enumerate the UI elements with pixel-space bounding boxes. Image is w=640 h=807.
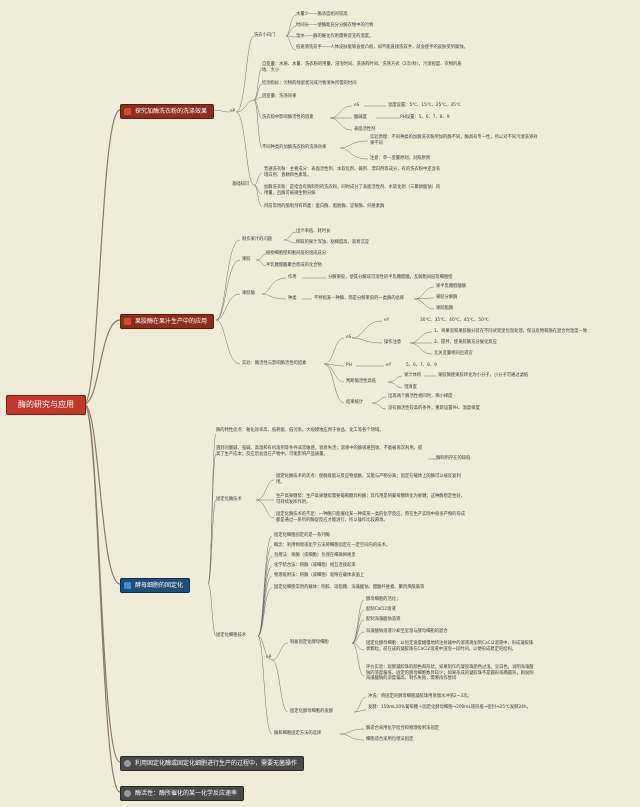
node-text[interactable]: 固定化细胞常用的载体：明胶、琼脂糖、海藻酸钠、醋酸纤维素、聚丙烯酰胺等 (274, 585, 425, 590)
node-text[interactable]: 种类 (288, 296, 297, 301)
node-text[interactable]: 出汁率低、耗时长 (296, 229, 331, 234)
node-text[interactable]: 酶适合采用化学结合和物理吸附法固定 (366, 726, 440, 731)
node-label: eY (384, 318, 390, 323)
node-xifa[interactable]: 洗衣小窍门 (254, 33, 276, 38)
node-text[interactable]: 无关变量相同且适宜 (434, 351, 473, 356)
node-label: 酸碱度 (354, 115, 367, 120)
branch-label: 探究加酶洗衣粉的洗涤效果 (135, 108, 208, 115)
node-text[interactable]: 固定化酶技术的优点：使酶既能与反应物接触，又能与产物分离；固定在载体上的酶可以被… (276, 474, 461, 485)
node-text[interactable]: 发酵：150mL10%葡萄糖＋固定化酵母细胞→200mL锥形瓶→密封→25℃发酵… (368, 705, 531, 710)
node-text[interactable]: 固定化酶技术 (216, 497, 242, 502)
node-text[interactable]: 固定化酵母细胞的发酵 (290, 709, 333, 714)
node-text[interactable]: 酶的特性优点：催化效率高、低耗能、低污染。大规模地应用于食品、化工等各个领域。 (216, 428, 384, 433)
node-text[interactable]: 酵母细胞的活化； (366, 597, 401, 602)
node-text[interactable]: 操作注意 (384, 340, 402, 345)
node-text[interactable]: 包埋法：将酶（或细胞）包埋在细微网格里 (274, 553, 356, 558)
node-text[interactable]: 酶和细胞固定方法的选择 (274, 731, 322, 736)
node-icon (124, 582, 131, 589)
branch-label: 酶活性：酶所催化的某一化学反应速率 (135, 790, 238, 797)
node-text[interactable]: 2、搅拌，使果胶酶充分催化反应 (434, 340, 497, 345)
branch-pectinase[interactable]: 果胶酶在果汁生产中的应用 (120, 314, 215, 329)
branch-label: 果胶酶在果汁生产中的应用 (135, 318, 208, 325)
node-text[interactable]: 判断酶活性高低 (346, 379, 377, 384)
node-icon (124, 760, 131, 767)
node-label: eP (266, 655, 272, 660)
node-text[interactable]: 时间长——使酶能充分分解衣物中的污物 (296, 23, 374, 28)
node-text[interactable]: 水量少——酶浓度相对较高 (296, 12, 348, 17)
node-label: eP (230, 109, 236, 114)
node-text[interactable]: 自变量：水质、水量、洗衣粉的用量、浸泡时间、洗涤的时间、洗涤方式（2次/秒）、污… (262, 62, 462, 73)
node-text[interactable]: 温水——酶的催化作用需要适宜的温度。 (296, 34, 374, 39)
node-text[interactable]: 冲洗：将固定的酵母细胞凝胶珠用蒸馏水冲洗2~3次。 (368, 694, 472, 699)
node-text[interactable]: 概念：利用物理或化学方法将细胞固定在一定空间内的技术。 (274, 543, 391, 548)
node-text[interactable]: 酶制剂存在的缺陷 (436, 456, 471, 461)
node-diff[interactable]: 不同种类的加酶洗衣粉的洗涤效果 (262, 145, 327, 150)
node-factor[interactable]: 洗衣粉中影响酶活性的因素 (262, 115, 314, 120)
node-label: eS (346, 335, 352, 340)
node-text[interactable]: 固定化细胞固定的是一系列酶 (274, 533, 330, 538)
branch-label: 酵母细胞的固定化 (135, 582, 184, 589)
node-text[interactable]: 温度设置：5℃、15℃、25℃、35℃ (388, 103, 461, 108)
node-icon (124, 790, 131, 797)
node-text[interactable]: 出现两个酶活性相同时，稀小梯度 (388, 394, 453, 399)
node-text[interactable]: 目前常用的酶制剂有四类：蛋白酶、脂肪酶、淀粉酶、纤维素酶 (264, 204, 385, 209)
node-text[interactable]: 30℃、35℃、40℃、45℃、50℃ (420, 318, 489, 323)
node-text[interactable]: 作用 (288, 275, 297, 280)
node-text[interactable]: 细胞适合采用包埋法固定 (366, 737, 414, 742)
node-text[interactable]: 海藻酸钠溶液冷却至室温与酵母细胞的混合 (366, 629, 448, 634)
branch-aseptic[interactable]: 利用固定化酶或固定化细胞进行生产的过程中，需要无菌操作 (120, 756, 305, 771)
node-text[interactable]: PH设置：5、6、7、8、9 (400, 115, 450, 120)
branch-label: 利用固定化酶或固定化细胞进行生产的过程中，需要无菌操作 (135, 760, 298, 767)
node-text[interactable]: 固定化酶技术的不足：一种酶只能催化某一种或某一类的化学反应，而在生产实际中很多产… (276, 512, 466, 523)
node-text[interactable]: 果胶酶 (242, 291, 255, 296)
node-text[interactable]: 固定化酵母细胞：以恒定速度缓慢地将注射器中的溶液滴加到CaCl2溶液中，形成凝胶… (366, 641, 534, 652)
branch-activity[interactable]: 酶活性：酶所催化的某一化学反应速率 (120, 786, 245, 801)
branch-yeast[interactable]: 酵母细胞的固定化 (120, 578, 191, 593)
node-text[interactable]: 果半乳糖醛酸酶 (436, 284, 467, 289)
node-text[interactable]: 因变量：洗涤效果 (262, 94, 297, 99)
node-text[interactable]: 配制海藻酸钠溶液 (366, 617, 401, 622)
node-icon (124, 108, 131, 115)
node-text[interactable]: 制作果汁的问题 (242, 237, 273, 242)
node-text[interactable]: 加酶洗衣粉：是指含有酶制剂的洗衣粉，同时成分了表面活性剂、水软化剂（三聚磷酸钠）… (264, 185, 441, 196)
node-text[interactable]: 果汁体积 (404, 373, 422, 378)
node-text[interactable]: 果胶 (242, 257, 251, 262)
node-text[interactable]: 物理吸附法：将酶（或细胞）吸附在载体表面上 (274, 573, 365, 578)
node-text[interactable]: 配制CaCl2溶液 (366, 607, 396, 612)
node-text[interactable]: 实验原理：不同种类的加酶洗衣粉所加的酶不同，酶具有专一性，所以对不同污渍洗涤效果… (370, 135, 538, 146)
node-text[interactable]: 注意：单一变量原则，对照原则 (370, 156, 431, 161)
node-text[interactable]: PH (346, 363, 352, 368)
node-text[interactable]: 检测指标：污物的残留状况或污物清失所需的时间 (262, 81, 357, 86)
mindmap-root[interactable]: 酶的研究与应用 (6, 395, 86, 415)
node-text[interactable]: 分解果胶，使其分解成可溶性的半乳糖醛酸，瓦解胞间层及细胞壁 (328, 275, 453, 280)
node-text[interactable]: 澄清度 (404, 385, 417, 390)
node-text[interactable]: 表面活性剂 (354, 127, 376, 132)
node-text[interactable]: 5、6、7、8、9 (406, 363, 437, 368)
node-label: eS (354, 103, 360, 108)
node-text[interactable]: 不特指某一种酶，而是分解果胶的一类酶的总称 (314, 296, 405, 301)
node-text[interactable]: 果胶分解酶 (436, 295, 458, 300)
node-text[interactable]: 结果统计 (346, 400, 364, 405)
node-icon (124, 318, 131, 325)
node-label: eY (386, 363, 392, 368)
node-text[interactable]: 植物细胞壁和胞间层的组成成分 (266, 251, 327, 256)
node-text[interactable]: 低速清洗双手——人体皮肤能够直接凸痕，如不能直接洗双手，就会使手的皮肤受到腐蚀。 (296, 45, 468, 50)
node-text[interactable]: 遇到对酸碱、强碱、高温和有机溶剂等条件非常敏感，容易失活；溶液中的酶很难回收、不… (216, 446, 423, 457)
node-text[interactable]: 制备固定化酵母细胞 (290, 640, 329, 645)
node-text[interactable]: 评价实验：观察凝胶珠的颜色和形状，如果制作的凝胶珠颜色过浅、呈白色，说明海藻酸钠… (366, 665, 534, 682)
node-text[interactable]: 1、将果泥和果胶酶分装在不同试管里恒温处理，保证底物和酶在混合时温度一致 (434, 329, 588, 334)
node-text[interactable]: 普通洗衣粉：主要成分：表面活性剂、水软化剂、碱剂、漂白剂等成分，有的洗衣粉中还含… (264, 167, 441, 178)
node-text[interactable]: 榨取的果汁浑浊、粘稠度高，容易沉淀 (296, 240, 370, 245)
node-text[interactable]: 生产高果糖浆：生产高果糖浆需要葡萄糖异构酶；其作用是将葡萄糖转化为果糖；这种酶稳… (276, 494, 466, 505)
node-text[interactable]: 果胶酶使果胶转化为小分子，小分子可通过滤纸 (438, 373, 529, 378)
node-text[interactable]: 实验：酶活性与影响酶活性的因素 (242, 361, 307, 366)
node-text[interactable]: 化学结合法：将酶（或细胞）相互连接起来 (274, 563, 356, 568)
branch-laundry[interactable]: 探究加酶洗衣粉的洗涤效果 (120, 104, 215, 119)
node-text[interactable]: 果胶酯酶 (436, 306, 454, 311)
node-text[interactable]: 半乳糖醛酸聚合而成的化合物 (266, 263, 322, 268)
node-basic[interactable]: 基础知识 (232, 182, 250, 187)
node-text[interactable]: 没有酶活性较高的条件，重新设置PH、温度梯度 (388, 406, 480, 411)
node-text[interactable]: 固定化细胞技术 (216, 633, 247, 638)
